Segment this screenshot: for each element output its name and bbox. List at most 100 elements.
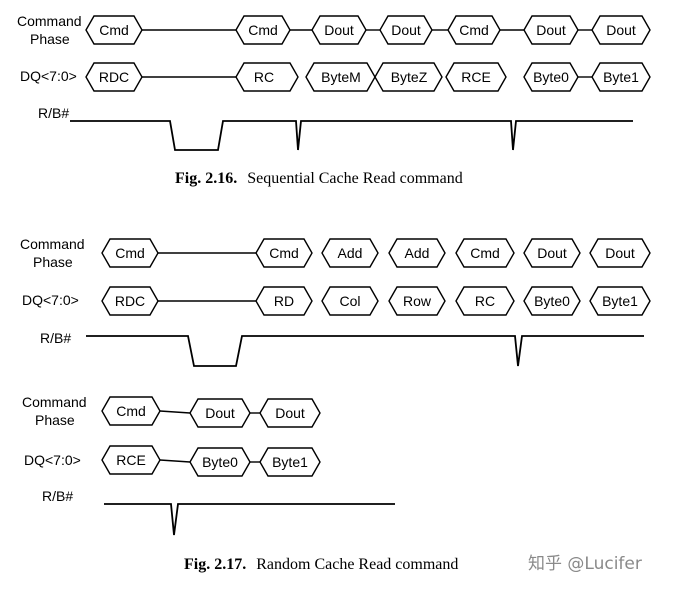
timing-cell <box>388 238 446 268</box>
fig216-rb-waveform <box>70 120 633 151</box>
fig217b-rb-waveform <box>104 503 395 536</box>
timing-cell-label: Add <box>405 245 430 261</box>
fig217a-dq-row: RDC RD Col Row RC Byte0 Byte1 <box>101 286 651 316</box>
timing-cell-label: Dout <box>275 405 305 421</box>
timing-cell-label: Dout <box>205 405 235 421</box>
fig217a-command-phase-row: Cmd Cmd Add Add Cmd Dout Dout <box>101 238 651 268</box>
timing-cell <box>189 447 251 477</box>
fig216-caption: Fig. 2.16. Sequential Cache Read command <box>175 170 463 187</box>
timing-cell <box>523 62 579 92</box>
fig217b-command-phase-row: Cmd Dout Dout <box>101 396 321 428</box>
fig217b-command-phase-label-line1: Command <box>22 394 87 410</box>
fig217a-command-phase-label-line1: Command <box>20 236 85 252</box>
timing-cell-label: Cmd <box>115 245 145 261</box>
timing-cell-label: Cmd <box>470 245 500 261</box>
timing-cell <box>523 15 579 45</box>
timing-cell <box>374 62 443 92</box>
timing-cell-label: RCE <box>116 452 146 468</box>
fig216-caption-number: Fig. 2.16. <box>175 170 237 187</box>
fig217a-rb-waveform <box>86 335 644 367</box>
timing-cell-label: Byte1 <box>603 69 639 85</box>
timing-cell-label: Cmd <box>116 403 146 419</box>
fig217a-signal-labels: Command Phase DQ<7:0> R/B# <box>20 236 85 346</box>
timing-cell-label: Row <box>403 293 432 309</box>
timing-cell-label: RDC <box>115 293 145 309</box>
fig217-caption-number: Fig. 2.17. <box>184 556 246 573</box>
fig216-signal-labels: Command Phase DQ<7:0> R/B# <box>17 13 82 121</box>
fig216-caption-title: Sequential Cache Read command <box>247 170 462 187</box>
timing-cell-label: ByteM <box>321 69 361 85</box>
timing-cell <box>311 15 367 45</box>
timing-cell <box>85 15 143 45</box>
timing-cell <box>379 15 433 45</box>
timing-cell-label: Add <box>338 245 363 261</box>
fig217a-dq-label: DQ<7:0> <box>22 292 79 308</box>
fig217b-dq-label: DQ<7:0> <box>24 452 81 468</box>
timing-cell-label: RDC <box>99 69 129 85</box>
timing-cell <box>589 286 651 316</box>
timing-cell-label: RC <box>254 69 274 85</box>
timing-cell-label: Dout <box>605 245 635 261</box>
figure-2-17: Command Phase DQ<7:0> R/B# Cmd Cmd Add A… <box>20 236 651 573</box>
timing-cell-label: Byte1 <box>272 454 308 470</box>
timing-cell <box>259 447 321 477</box>
timing-cell-label: ByteZ <box>391 69 428 85</box>
timing-cell <box>321 286 379 316</box>
timing-cell <box>101 396 161 426</box>
connector-line <box>159 410 191 414</box>
timing-cell-label: Byte1 <box>602 293 638 309</box>
timing-cell <box>235 15 291 45</box>
timing-cell-label: Byte0 <box>534 293 570 309</box>
timing-cell-label: Dout <box>324 22 354 38</box>
timing-cell <box>591 15 651 45</box>
fig216-dq-row: RDC RC ByteM ByteZ RCE Byte0 Byte1 <box>85 62 651 92</box>
timing-cell-label: RCE <box>461 69 491 85</box>
timing-cell-label: Dout <box>537 245 567 261</box>
timing-cell <box>591 62 651 92</box>
timing-cell-label: Dout <box>606 22 636 38</box>
timing-cell-label: Dout <box>536 22 566 38</box>
fig217a-command-phase-label-line2: Phase <box>33 254 73 270</box>
timing-cell-label: Cmd <box>459 22 489 38</box>
timing-cell <box>447 15 501 45</box>
timing-cell <box>235 62 299 92</box>
timing-cell <box>101 238 159 268</box>
timing-cell-label: RD <box>274 293 294 309</box>
fig217-caption: Fig. 2.17. Random Cache Read command <box>184 556 458 573</box>
timing-cell <box>388 286 446 316</box>
fig217-caption-title: Random Cache Read command <box>256 556 458 573</box>
timing-cell <box>523 238 581 268</box>
timing-cell <box>523 286 581 316</box>
fig217b-command-phase-label-line2: Phase <box>35 412 75 428</box>
timing-cell-label: Cmd <box>269 245 299 261</box>
fig216-rb-label: R/B# <box>38 105 69 121</box>
fig217b-signal-labels: Command Phase DQ<7:0> R/B# <box>22 394 87 504</box>
timing-cell <box>445 62 507 92</box>
timing-cell <box>259 398 321 428</box>
watermark-text: 知乎 @Lucifer <box>528 554 642 574</box>
timing-cell-label: Byte0 <box>533 69 569 85</box>
timing-cell-label: Byte0 <box>202 454 238 470</box>
timing-cell <box>589 238 651 268</box>
timing-cell <box>455 286 515 316</box>
connector-line <box>159 459 191 463</box>
timing-cell <box>85 62 143 92</box>
timing-cell-label: RC <box>475 293 495 309</box>
timing-cell <box>189 398 251 428</box>
figure-2-16: Command Phase DQ<7:0> R/B# Cmd Cmd Dout … <box>17 13 651 187</box>
timing-cell-label: Dout <box>391 22 421 38</box>
fig216-dq-label: DQ<7:0> <box>20 68 77 84</box>
fig216-command-phase-label-line2: Phase <box>30 31 70 47</box>
fig217b-dq-row: RCE Byte0 Byte1 <box>101 445 321 477</box>
fig217b-rb-label: R/B# <box>42 488 73 504</box>
timing-cell-label: Cmd <box>99 22 129 38</box>
fig217a-rb-label: R/B# <box>40 330 71 346</box>
timing-cell <box>321 238 379 268</box>
timing-cell <box>455 238 515 268</box>
timing-cell-label: Cmd <box>248 22 278 38</box>
timing-cell <box>101 445 161 475</box>
fig216-command-phase-row: Cmd Cmd Dout Dout Cmd Dout Dout <box>85 15 651 45</box>
fig216-command-phase-label-line1: Command <box>17 13 82 29</box>
timing-cell <box>255 238 313 268</box>
